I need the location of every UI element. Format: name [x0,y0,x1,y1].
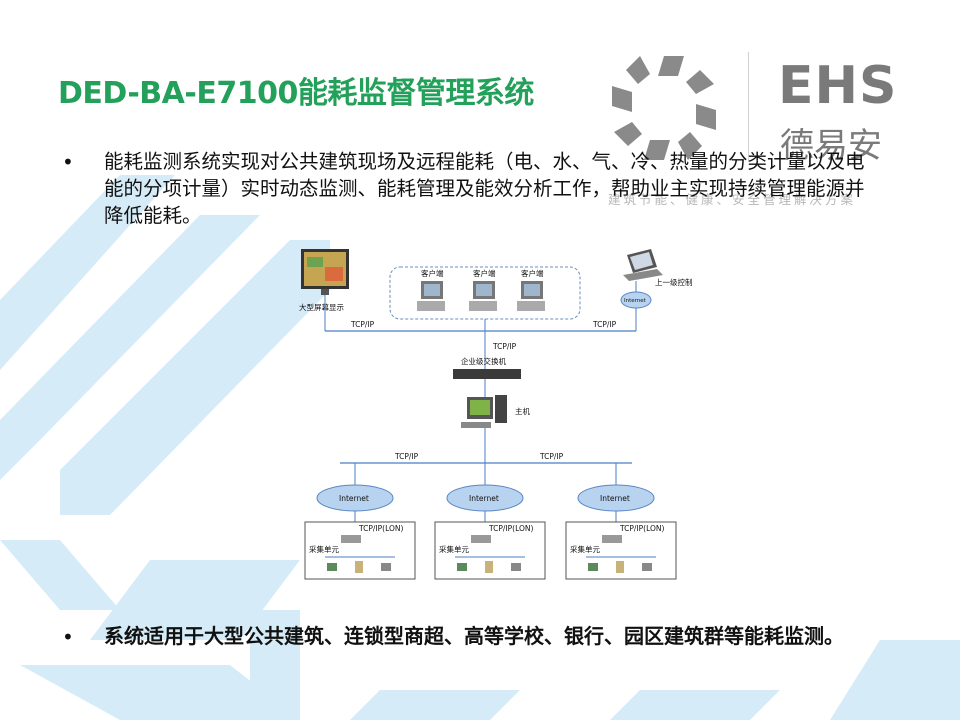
bg-stripe [0,215,260,480]
bg-stripe [90,560,300,640]
bg-stripe [350,690,520,720]
logo-brand-cn: 德易安 [780,126,882,166]
bg-stripe [610,690,780,720]
site-group: Internet TCP/IP(LON) 采集单元 [434,484,546,580]
protocol-label: TCP/IP(LON) [488,524,534,533]
site-group: Internet TCP/IP(LON) 采集单元 [565,484,677,580]
client-computer: 客户端 [517,268,545,311]
paragraph-description: 能耗监测系统实现对公共建筑现场及远程能耗（电、水、气、冷、热量的分类计量以及电能… [104,150,865,227]
ehs-logo-mark [612,56,716,160]
page-title: DED-BA-E7100能耗监督管理系统 [58,76,534,111]
protocol-label: TCP/IP(LON) [619,524,665,533]
collection-unit-label: 采集单元 [570,544,600,554]
collection-unit-label: 采集单元 [439,544,469,554]
upper-control-label: 上一级控制 [655,277,693,287]
bullet-dot: • [62,150,74,174]
switch-icon [453,369,521,379]
large-display-icon [301,249,349,295]
bg-stripe [0,175,175,370]
bg-stripe [250,610,300,720]
device-icon [471,535,491,543]
client-label: 客户端 [473,268,496,278]
protocol-label: TCP/IP(LON) [358,524,404,533]
device-icon [602,535,622,543]
site-group: Internet TCP/IP(LON) 采集单元 [304,484,416,580]
tcpip-label: TCP/IP [350,320,375,329]
paragraph-applications: 系统适用于大型公共建筑、连锁型商超、高等学校、银行、园区建筑群等能耗监测。 [104,624,844,648]
logo-brand: EHS [778,56,898,116]
internet-small-label: Internet [624,298,647,304]
network-diagram: 大型屏幕显示 客户端 客户端 客户端 上一级控制 Internet TCP/IP… [299,249,693,580]
tcpip-label: TCP/IP [394,452,419,461]
tcpip-label: TCP/IP [539,452,564,461]
client-computer: 客户端 [417,268,445,311]
client-label: 客户端 [421,268,444,278]
bg-stripe [20,665,300,720]
collection-unit-label: 采集单元 [309,544,339,554]
bg-stripe [60,240,330,515]
switch-label: 企业级交换机 [461,356,506,366]
bullet-dot: • [62,625,74,649]
client-label: 客户端 [521,268,544,278]
internet-label: Internet [339,494,369,503]
laptop-icon [623,249,663,281]
host-label: 主机 [515,406,530,416]
bg-stripe [830,640,960,720]
client-group-box [389,266,581,320]
bg-stripe [0,540,120,610]
host-computer-icon [461,395,507,428]
internet-label: Internet [600,494,630,503]
logo-slogan: 建筑节能、健康、安全管理解决方案 [608,192,857,207]
tcpip-label: TCP/IP [592,320,617,329]
internet-label: Internet [469,494,499,503]
client-computer: 客户端 [469,268,497,311]
logo-divider [748,52,749,162]
device-icon [341,535,361,543]
tcpip-label: TCP/IP [492,342,517,351]
large-display-label: 大型屏幕显示 [299,302,344,312]
